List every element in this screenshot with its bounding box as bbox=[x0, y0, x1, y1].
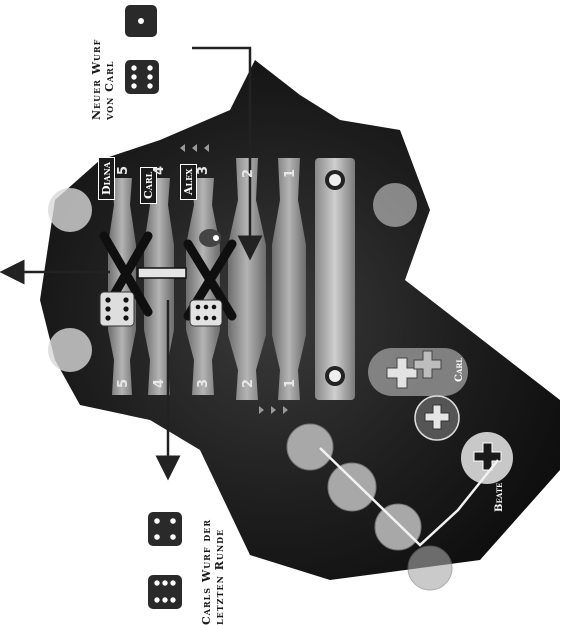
die-new-roll-6 bbox=[125, 60, 159, 94]
last-round-line-1: Carls Wurf der bbox=[200, 519, 213, 625]
lane-number-bottom-5: 5 bbox=[116, 379, 131, 388]
lane-number-top-4: 4 bbox=[152, 166, 167, 175]
die-last-round-6 bbox=[148, 575, 182, 609]
lane-name-diana: Diana bbox=[98, 157, 115, 200]
beate-marker-label: Beate bbox=[494, 483, 505, 512]
die-new-roll-1 bbox=[125, 5, 157, 37]
beate-pawn bbox=[461, 432, 513, 484]
new-roll-line-2: von Carl bbox=[103, 39, 116, 120]
die-in-lane-carl bbox=[100, 292, 134, 326]
lane-link bbox=[138, 268, 186, 278]
lane-number-top-2: 2 bbox=[241, 169, 256, 178]
carl-marker-label: Carl bbox=[454, 358, 465, 382]
die-in-lane-alex bbox=[190, 300, 222, 326]
new-roll-line-1: Neuer Wurf bbox=[90, 39, 103, 120]
pawn-alex bbox=[199, 229, 221, 247]
carl-pawns-area bbox=[368, 348, 468, 396]
lane-number-top-3: 3 bbox=[196, 166, 211, 175]
lane-number-top-5: 5 bbox=[116, 166, 131, 175]
new-roll-label: Neuer Wurf von Carl bbox=[90, 39, 116, 120]
lane-number-bottom-2: 2 bbox=[241, 379, 256, 388]
lane-number-top-1: 1 bbox=[283, 169, 298, 178]
last-round-line-2: letzten Runde bbox=[213, 519, 226, 625]
marker-center bbox=[415, 396, 459, 440]
lane-number-bottom-1: 1 bbox=[283, 379, 298, 388]
lane-zero bbox=[315, 158, 355, 400]
last-round-label: Carls Wurf der letzten Runde bbox=[200, 519, 226, 625]
lane-number-bottom-3: 3 bbox=[196, 379, 211, 388]
die-last-round-4 bbox=[148, 512, 182, 546]
lane-number-bottom-4: 4 bbox=[152, 379, 167, 388]
lane-name-alex: Alex bbox=[180, 164, 197, 200]
